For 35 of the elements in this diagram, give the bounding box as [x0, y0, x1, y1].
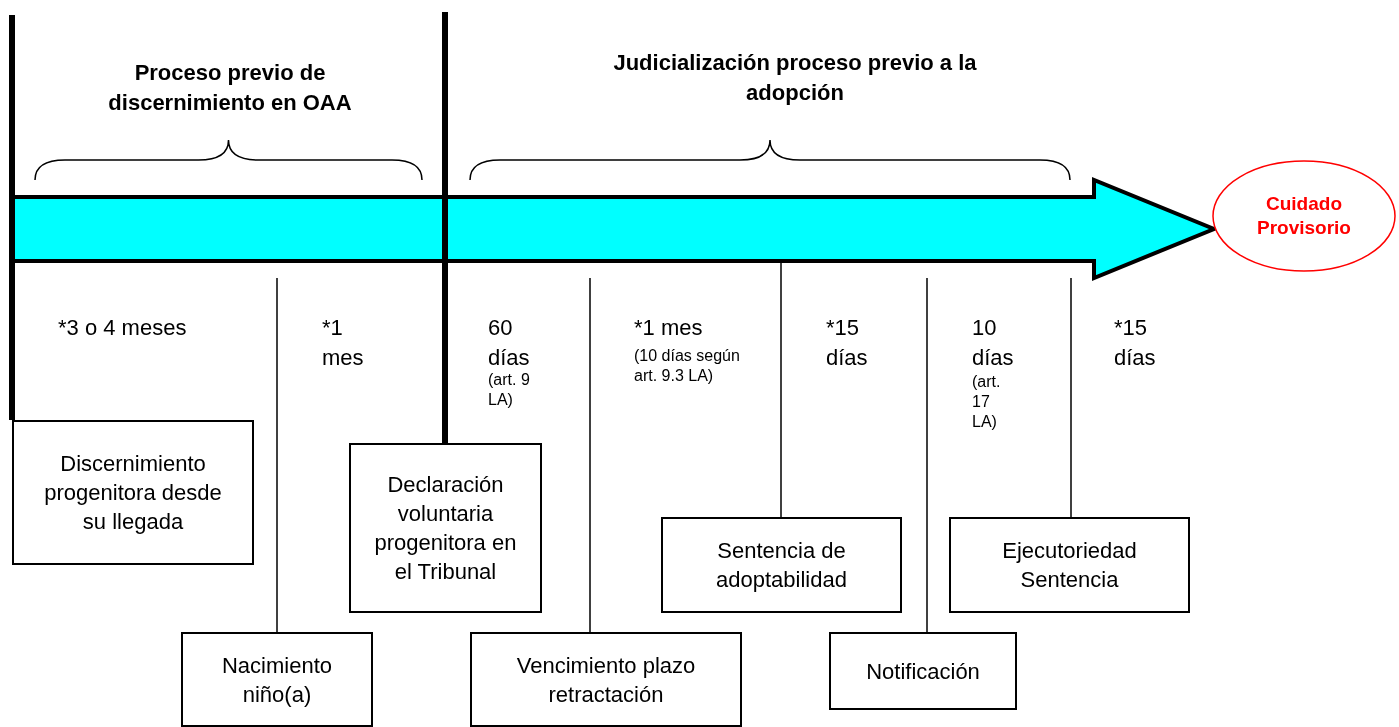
node-text: Notificación [866, 657, 980, 686]
node-text: Ejecutoriedad Sentencia [1001, 537, 1138, 594]
node-text: Discernimiento progenitora desde su llegada [43, 450, 223, 536]
goal-ellipse [1212, 160, 1396, 272]
duration-label: *1 mes [634, 314, 704, 342]
event-box [829, 632, 1017, 710]
leader-line [589, 277, 591, 633]
duration-label: *1 mes [322, 314, 365, 372]
node-text: Nacimiento niño(a) [220, 651, 333, 709]
phase-title: Proceso previo de discernimiento en OAA [107, 59, 353, 117]
leader-line [780, 261, 782, 518]
duration-label: 60 días [488, 314, 531, 372]
node-text: Declaración voluntaria progenitora en el Tribunal [373, 471, 518, 586]
event-box [661, 517, 902, 613]
duration-label: *3 o 4 meses [58, 314, 188, 342]
duration-label: (10 días según art. 9.3 LA) [634, 346, 741, 386]
node-text: Cuidado Provisorio [1256, 192, 1352, 240]
node-text: Sentencia de adoptabilidad [715, 537, 848, 594]
duration-label: (art. 17 LA) [972, 372, 1002, 432]
phase-divider-line [442, 12, 448, 443]
node-text: Vencimiento plazo retractación [515, 651, 697, 709]
duration-label: *15 días [1114, 314, 1157, 372]
leader-line [1070, 277, 1072, 518]
duration-label: (art. 9 LA) [488, 370, 531, 410]
event-box [181, 632, 373, 727]
phase-divider-line [9, 15, 15, 420]
event-box [349, 443, 542, 613]
leader-line [926, 277, 928, 633]
duration-label: *15 días [826, 314, 869, 372]
event-box [949, 517, 1190, 613]
event-box [470, 632, 742, 727]
leader-line [276, 277, 278, 633]
duration-label: 10 días [972, 314, 1015, 372]
event-box [12, 420, 254, 565]
phase-title: Judicialización proceso previo a la adopción [612, 49, 978, 107]
